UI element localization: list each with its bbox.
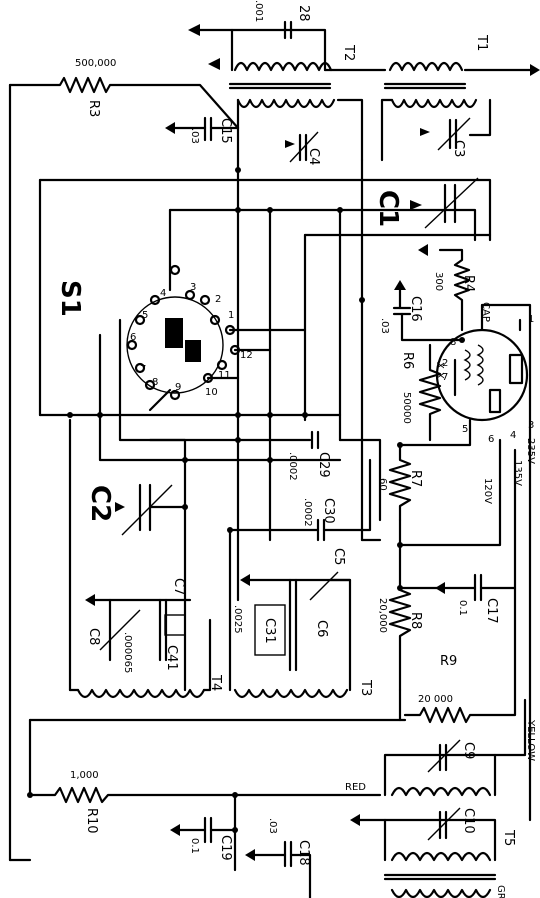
transformer-T3 [228, 528, 352, 699]
label-s2: 2 [215, 294, 221, 305]
label-C30: C30 [321, 498, 336, 524]
label-T1: T1 [474, 34, 489, 51]
label-C6-value: .0025 [232, 605, 243, 634]
label-R4-value: 300 [433, 272, 444, 291]
label-S1: S1 [55, 280, 85, 317]
label-yellow: YELLOW [525, 719, 536, 761]
label-pin6: 6 [488, 434, 494, 445]
label-v135: 135V [512, 460, 523, 486]
label-C15: C15 [218, 118, 233, 144]
label-s10: 10 [205, 387, 218, 398]
label-C8: C8 [86, 628, 101, 645]
label-pin4: 4 [510, 430, 516, 441]
label-R10: R10 [84, 808, 99, 834]
transformer-T4 [68, 594, 212, 699]
label-T3: T3 [358, 679, 373, 696]
label-C19-value: 0.1 [189, 838, 200, 854]
label-R10-value: 1,000 [70, 770, 99, 781]
label-C2: C2 [85, 485, 115, 522]
label-C31: C31 [262, 618, 277, 644]
label-pin8: 8 [450, 337, 456, 348]
label-C3: C3 [451, 140, 466, 157]
label-C15-value: .03 [189, 128, 200, 144]
label-R3: R3 [86, 100, 101, 117]
label-s5: 5 [142, 310, 148, 321]
label-R8-value: 20,000 [377, 598, 388, 633]
label-s7: 7 [140, 364, 146, 375]
component-labels: T2 T1 28 .001 500,000 R3 C15 .03 C4 C3 C… [55, 0, 536, 898]
label-s9: 9 [175, 382, 181, 393]
label-s6: 6 [130, 332, 136, 343]
label-pin5: 5 [462, 424, 468, 435]
label-T5: T5 [501, 829, 516, 846]
label-s12: 12 [240, 350, 253, 361]
label-R3-value: 500,000 [75, 58, 116, 69]
label-C6: C6 [314, 620, 329, 637]
label-C16: C16 [408, 296, 423, 322]
label-C41: C41 [164, 645, 179, 671]
label-T4: T4 [208, 674, 223, 691]
label-C18-value: .03 [267, 818, 278, 834]
junction-dots [27, 167, 465, 833]
label-R7: R7 [408, 470, 423, 487]
label-pin1: 1 [528, 314, 534, 325]
transformer-T5 [350, 698, 527, 898]
label-C28-value: .001 [253, 0, 264, 22]
transformer-T1 [383, 61, 478, 109]
label-cap: CAP [480, 302, 491, 322]
label-s11: 11 [218, 370, 231, 381]
label-C4: C4 [306, 148, 321, 165]
label-C28: 28 [296, 5, 311, 22]
transformer-T2 [228, 61, 336, 109]
label-s8: 8 [152, 377, 158, 388]
label-C1: C1 [373, 190, 403, 227]
label-v235: 235V [525, 438, 536, 464]
label-pin2: 2 [442, 358, 448, 369]
label-C18: C18 [296, 840, 311, 866]
label-C29-value: .0002 [287, 452, 298, 481]
label-C9: C9 [461, 742, 476, 759]
label-red: RED [345, 782, 366, 793]
label-v120: 120V [482, 478, 493, 504]
label-R6: R6 [400, 352, 415, 369]
label-R9: R9 [440, 654, 457, 669]
label-gr: GR [495, 885, 506, 898]
label-C30-value: .0002 [302, 498, 313, 527]
label-C19: C19 [218, 835, 233, 861]
switch-S1 [126, 264, 307, 412]
label-R4: R4 [461, 275, 476, 292]
label-pin7: 7 [442, 372, 448, 383]
label-C17-value: 0.1 [457, 600, 468, 616]
label-C29: C29 [316, 452, 331, 478]
label-R6-value: 50000 [401, 392, 412, 424]
label-s1: 1 [228, 310, 234, 321]
label-pin3: 3 [528, 420, 534, 431]
label-R8: R8 [408, 612, 423, 629]
label-C5: C5 [331, 548, 346, 565]
label-C7: C7 [171, 578, 186, 595]
label-C16-value: .03 [379, 318, 390, 334]
label-C8-value: .000065 [122, 632, 133, 673]
label-s4: 4 [160, 288, 166, 299]
label-R9-value: 20 000 [418, 694, 453, 705]
label-C17: C17 [484, 598, 499, 624]
label-C10: C10 [461, 808, 476, 834]
label-xx: X X [434, 362, 445, 379]
label-R7-value: 60 [377, 478, 388, 491]
label-T2: T2 [341, 44, 356, 61]
label-s3: 3 [190, 282, 196, 293]
